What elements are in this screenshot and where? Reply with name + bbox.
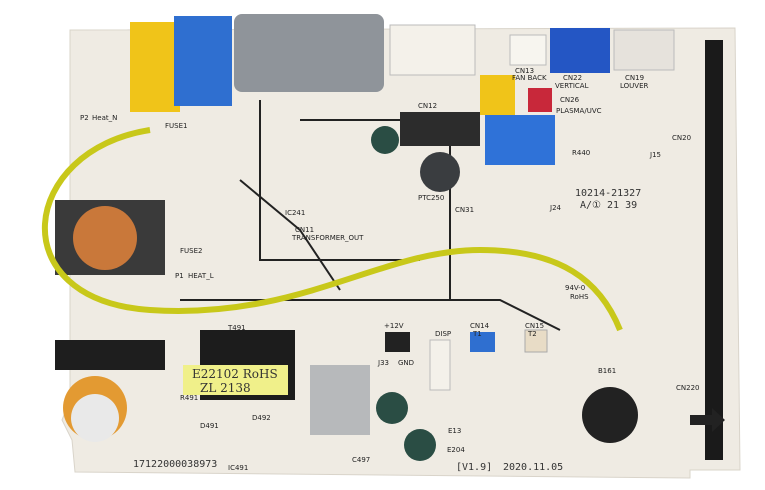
cn31-label: CN31 bbox=[455, 206, 474, 214]
cn12-label: CN12 bbox=[418, 102, 437, 110]
p2-desc: Heat_N bbox=[92, 114, 117, 122]
ground-wire bbox=[41, 127, 623, 332]
t2-label: T2 bbox=[527, 330, 537, 338]
grey-relay bbox=[234, 14, 384, 92]
cn220-label: CN220 bbox=[676, 384, 700, 392]
cn15-label: CN15 bbox=[525, 322, 544, 330]
cn14-label: CN14 bbox=[470, 322, 490, 330]
blue-capacitor bbox=[174, 16, 232, 106]
capacitor bbox=[420, 152, 460, 192]
bridge-rectifier bbox=[55, 340, 165, 370]
fuse1-label: FUSE1 bbox=[165, 122, 187, 130]
capacitor bbox=[371, 126, 399, 154]
cn19-label: CN19 bbox=[625, 74, 644, 82]
cn11-desc: TRANSFORMER_OUT bbox=[291, 234, 364, 242]
rohs-mark: RoHS bbox=[570, 293, 589, 301]
ul-mark: 94V-0 bbox=[565, 284, 585, 292]
cn19-connector[interactable] bbox=[613, 29, 675, 71]
j15-label: J15 bbox=[649, 151, 661, 159]
d491-label: D491 bbox=[200, 422, 219, 430]
serial-number: 17122000038973 bbox=[133, 459, 217, 470]
p1-label: P1 bbox=[175, 272, 184, 280]
t1-label: T1 bbox=[472, 330, 482, 338]
fuse2-label: FUSE2 bbox=[180, 247, 202, 255]
disp-connector[interactable] bbox=[429, 339, 451, 391]
p1-desc: HEAT_L bbox=[188, 272, 214, 280]
power-connector[interactable] bbox=[385, 332, 410, 352]
transformer-text-2: ZL 2138 bbox=[200, 381, 251, 395]
e204-label: E204 bbox=[447, 446, 465, 454]
white-connector bbox=[389, 24, 476, 76]
yellow-x-capacitor bbox=[130, 22, 180, 112]
cn22-desc: VERTICAL bbox=[555, 82, 589, 90]
black-relay bbox=[400, 112, 480, 146]
ic491-label: IC491 bbox=[228, 464, 248, 472]
plus12v-label: +12V bbox=[384, 322, 404, 330]
transformer-label bbox=[183, 365, 288, 395]
d492-label: D492 bbox=[252, 414, 271, 422]
p2-label: P2 bbox=[80, 114, 89, 122]
cn20-label: CN20 bbox=[672, 134, 691, 142]
blue-relay bbox=[485, 115, 555, 165]
e13-label: E13 bbox=[448, 427, 461, 435]
yellow-connector bbox=[480, 75, 515, 115]
b161-label: B161 bbox=[598, 367, 616, 375]
cn26-desc: PLASMA/UVC bbox=[556, 107, 602, 115]
r491-label: R491 bbox=[180, 394, 198, 402]
capacitor bbox=[404, 429, 436, 461]
gnd-label: GND bbox=[398, 359, 414, 367]
heatsink bbox=[310, 365, 370, 435]
side-edge bbox=[705, 40, 723, 460]
transformer-text-1: E22102 RoHS bbox=[192, 367, 278, 381]
cn26-label: CN26 bbox=[560, 96, 580, 104]
ic241-label: IC241 bbox=[285, 209, 305, 217]
copper-winding bbox=[73, 206, 137, 270]
cn13-desc: FAN BACK bbox=[512, 74, 547, 82]
cn19-desc: LOUVER bbox=[620, 82, 648, 90]
r440-label: R440 bbox=[572, 149, 590, 157]
lot-code: A/① 21 39 bbox=[580, 200, 637, 211]
cn13-connector[interactable] bbox=[509, 34, 547, 66]
cn22-label: CN22 bbox=[563, 74, 582, 82]
cn11-label: CN11 bbox=[295, 226, 314, 234]
capacitor-top bbox=[71, 394, 119, 442]
buzzer bbox=[582, 387, 638, 443]
cn14-connector[interactable] bbox=[470, 332, 495, 352]
t491-label: T491 bbox=[227, 324, 246, 332]
cn22-connector[interactable] bbox=[550, 28, 610, 73]
part-code: 10214-21327 bbox=[575, 188, 641, 199]
arrow-icon bbox=[690, 408, 725, 432]
cn26-connector[interactable] bbox=[528, 88, 552, 112]
version-label: [V1.9] bbox=[456, 462, 492, 473]
date-label: 2020.11.05 bbox=[503, 462, 563, 473]
disp-label: DISP bbox=[435, 330, 451, 338]
ptc250-label: PTC250 bbox=[418, 194, 444, 202]
c497-label: C497 bbox=[352, 456, 370, 464]
cn13-label: CN13 bbox=[515, 67, 534, 75]
j33-label: J33 bbox=[377, 359, 389, 367]
cn15-connector[interactable] bbox=[524, 329, 548, 353]
capacitor bbox=[376, 392, 408, 424]
j24-label: J24 bbox=[549, 204, 562, 212]
